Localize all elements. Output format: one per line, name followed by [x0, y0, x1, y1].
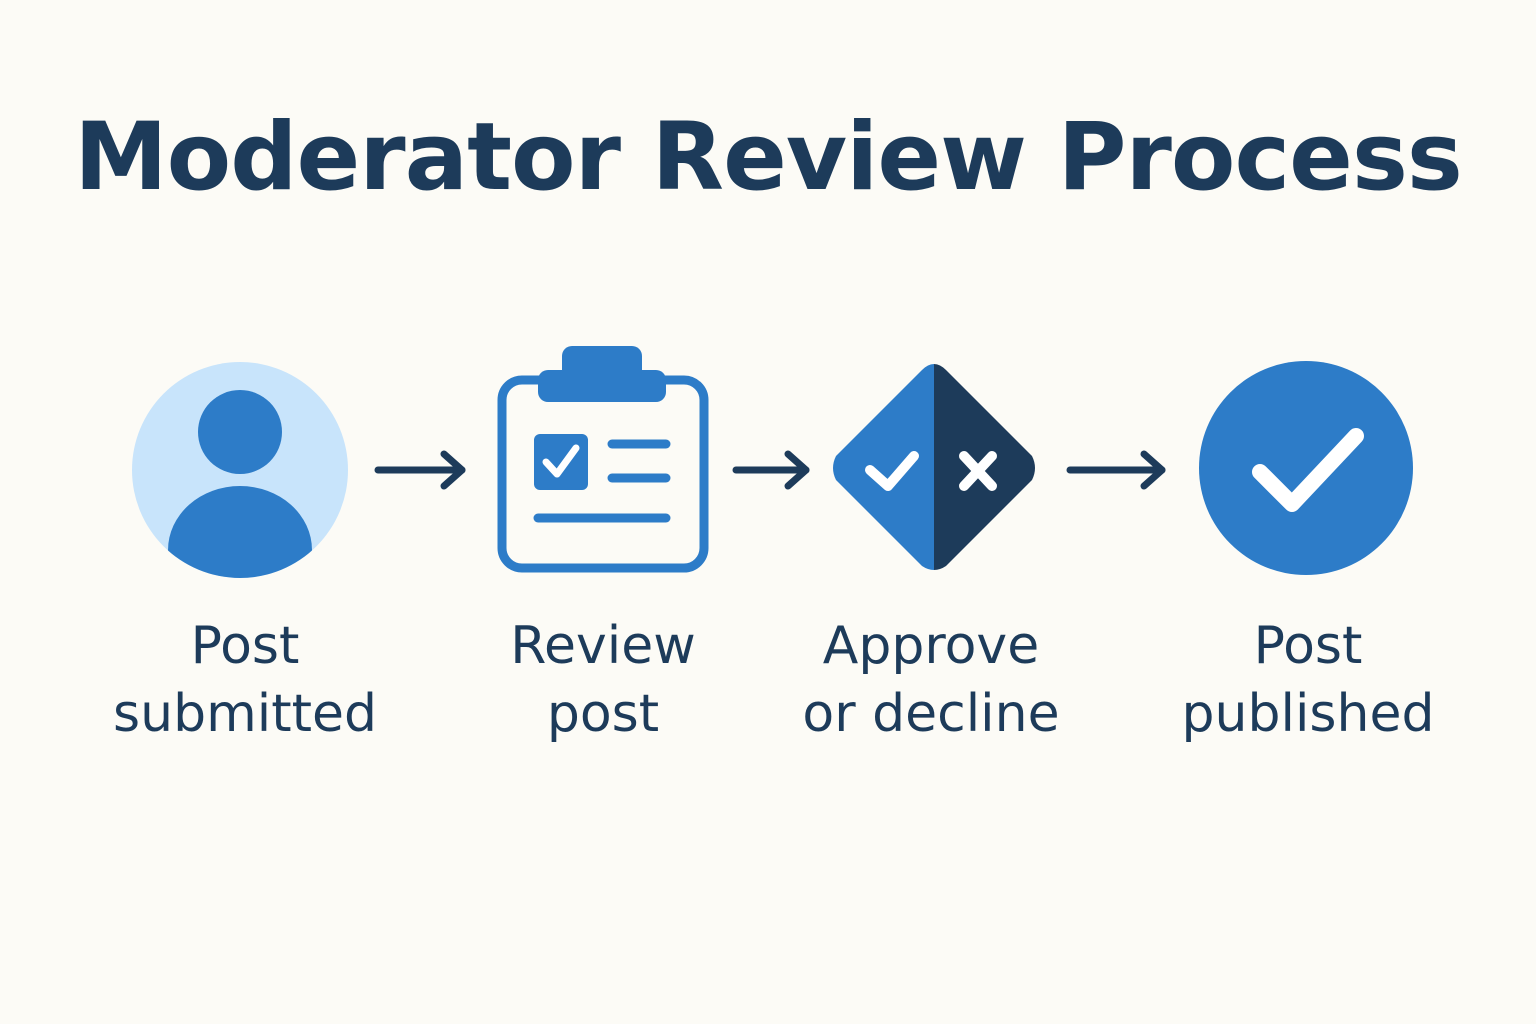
arrow-right-icon	[1066, 448, 1170, 496]
page-title: Moderator Review Process	[74, 103, 1463, 212]
step-label-approve-decline: Approve or decline	[771, 612, 1091, 748]
step-label-post-published: Post published	[1148, 612, 1468, 748]
clipboard-checklist-icon	[496, 344, 710, 574]
step-label-line: submitted	[113, 684, 377, 744]
step-label-line: or decline	[802, 684, 1060, 744]
step-label-post-submitted: Post submitted	[95, 612, 395, 748]
step-label-line: published	[1181, 684, 1435, 744]
approve-decline-diamond-icon	[826, 360, 1042, 576]
step-label-line: Approve	[822, 616, 1040, 676]
step-label-line: Post	[1253, 616, 1363, 676]
step-label-line: post	[546, 684, 660, 744]
user-icon	[130, 360, 350, 580]
step-label-review-post: Review post	[453, 612, 753, 748]
checkmark-circle-icon	[1198, 360, 1414, 576]
arrow-right-icon	[374, 448, 470, 496]
step-label-line: Review	[510, 616, 696, 676]
step-label-line: Post	[190, 616, 300, 676]
arrow-right-icon	[732, 448, 814, 496]
